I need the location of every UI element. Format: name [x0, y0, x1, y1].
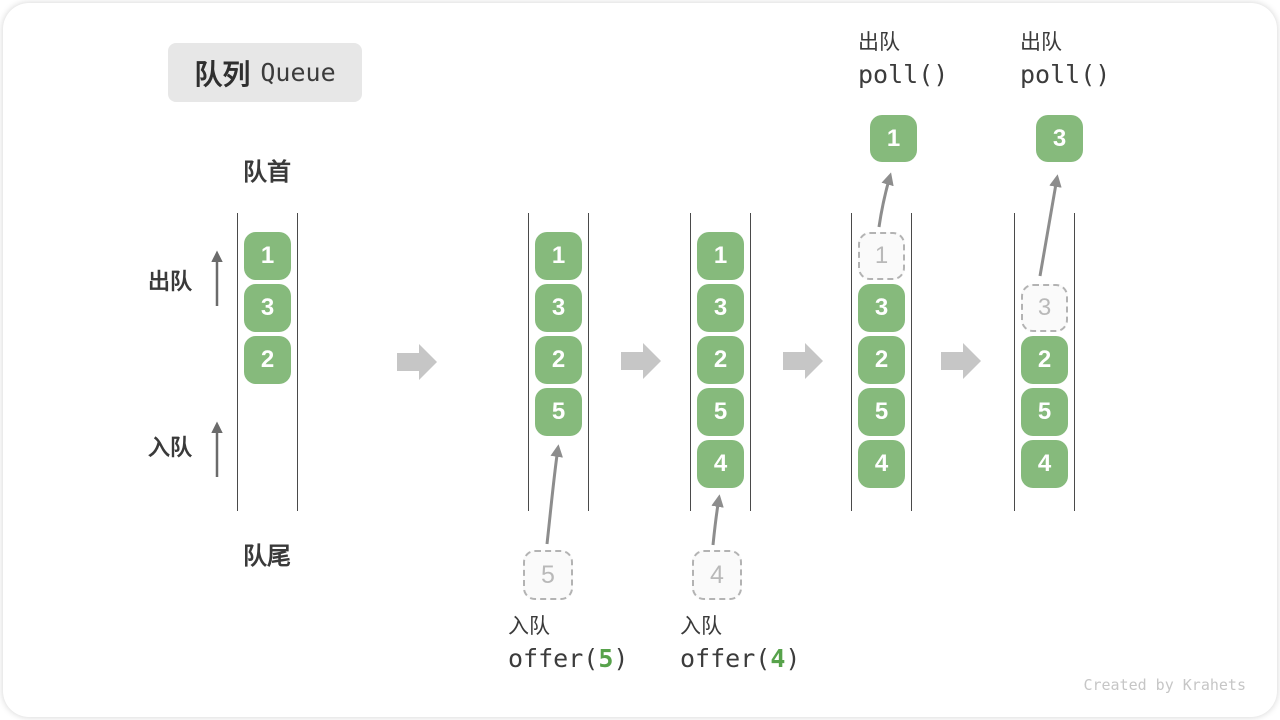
queue-cell: 3 [858, 284, 905, 332]
op-code-offer-4: offer(4) [680, 644, 801, 673]
op-label-offer-4: 入队 offer(4) [680, 612, 800, 676]
op-action-enqueue: 入队 [508, 615, 550, 638]
queue-cell: 2 [858, 336, 905, 384]
op-code-offer-5: offer(5) [508, 644, 629, 673]
op-code-poll: poll() [858, 60, 949, 89]
watermark: Created by Krahets [1083, 676, 1246, 694]
label-queue-front: 队首 [243, 159, 291, 186]
op-label-poll-1: 出队 poll() [858, 28, 948, 92]
polled-cell-3: 3 [1036, 115, 1083, 162]
queue-cell: 5 [1021, 388, 1068, 436]
queue-cell: 5 [535, 388, 582, 436]
queue-cell: 3 [697, 284, 744, 332]
op-action-enqueue: 入队 [680, 615, 722, 638]
queue-cell-removed: 1 [858, 232, 905, 280]
title-en: Queue [260, 58, 336, 87]
pending-enqueue-cell-5: 5 [523, 550, 573, 600]
queue-cell: 4 [858, 440, 905, 488]
op-label-poll-2: 出队 poll() [1020, 28, 1110, 92]
pending-enqueue-cell-4: 4 [692, 550, 742, 600]
op-code-poll: poll() [1020, 60, 1111, 89]
queue-cell: 1 [697, 232, 744, 280]
label-queue-rear: 队尾 [243, 543, 291, 570]
op-action-dequeue: 出队 [858, 31, 900, 54]
queue-cell: 3 [535, 284, 582, 332]
queue-cell: 2 [1021, 336, 1068, 384]
op-action-dequeue: 出队 [1020, 31, 1062, 54]
queue-cell: 1 [535, 232, 582, 280]
queue-cell: 5 [697, 388, 744, 436]
label-enqueue: 入队 [147, 435, 192, 460]
queue-cell: 5 [858, 388, 905, 436]
queue-cell-removed: 3 [1021, 284, 1068, 332]
title-box: 队列 Queue [168, 43, 362, 102]
queue-cell: 4 [1021, 440, 1068, 488]
queue-cell: 2 [535, 336, 582, 384]
card-background [3, 3, 1277, 717]
queue-cell: 3 [244, 284, 291, 332]
title-zh: 队列 [194, 58, 251, 90]
polled-cell-1: 1 [870, 115, 917, 162]
queue-cell: 2 [697, 336, 744, 384]
label-dequeue: 出队 [147, 269, 192, 294]
op-label-offer-5: 入队 offer(5) [508, 612, 628, 676]
queue-cell: 1 [244, 232, 291, 280]
queue-cell: 4 [697, 440, 744, 488]
queue-cell: 2 [244, 336, 291, 384]
